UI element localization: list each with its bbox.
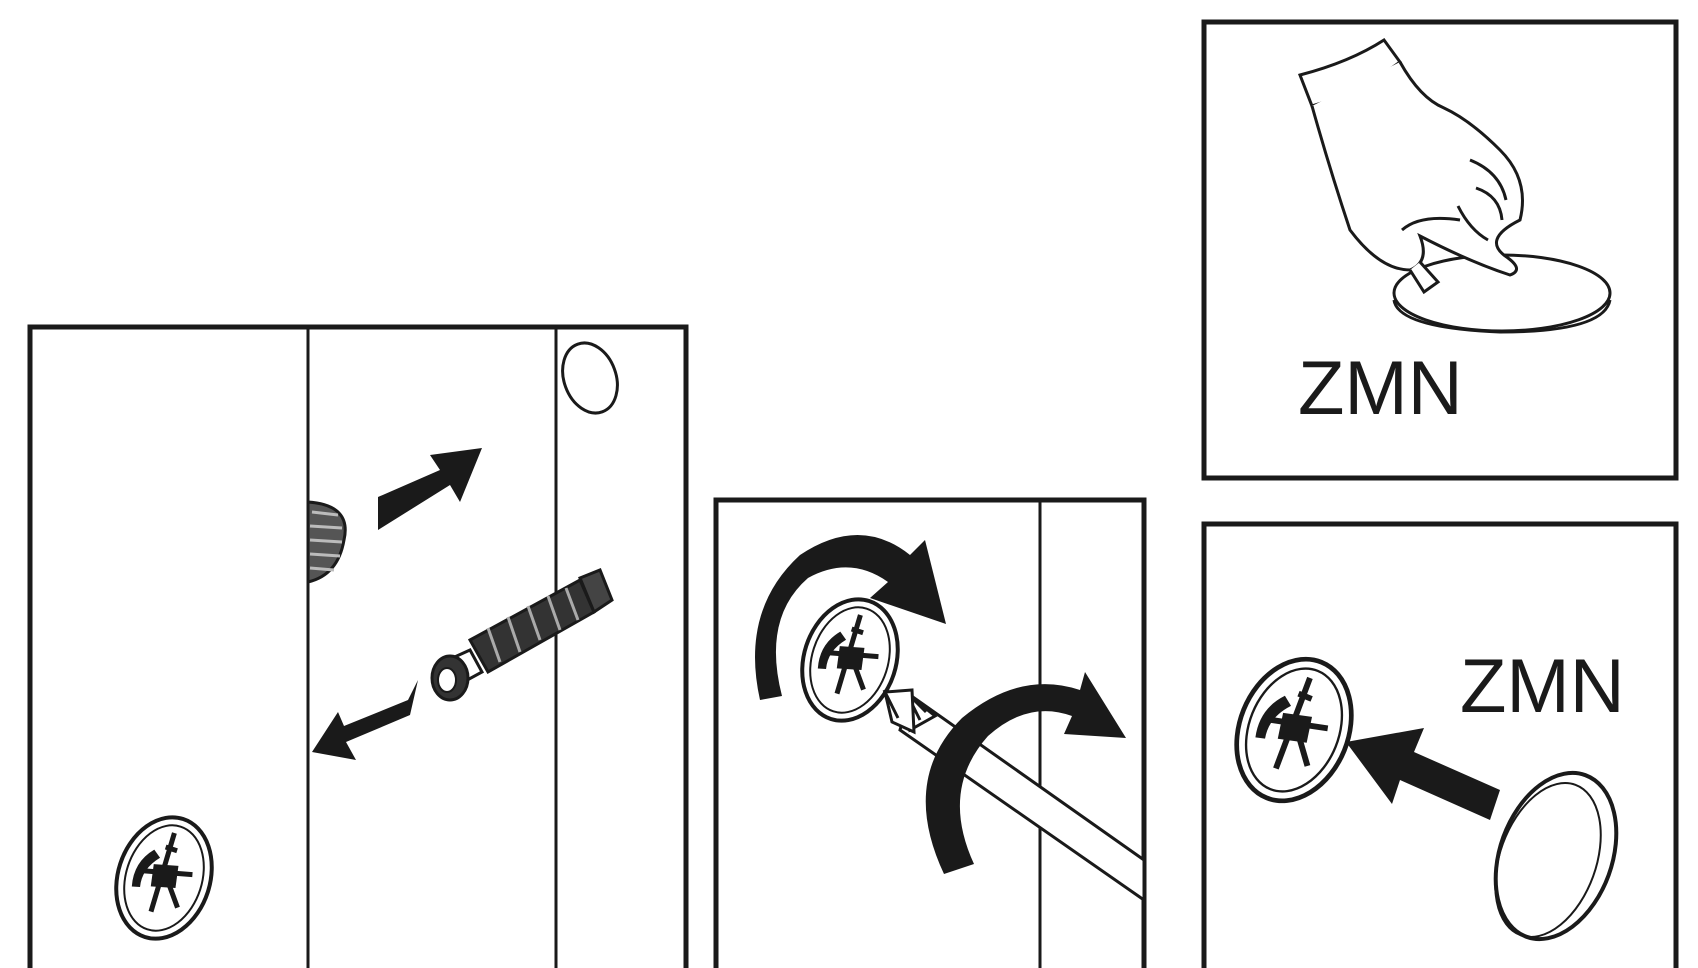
product-code-label: ZMN (1298, 346, 1463, 431)
product-code-label: ZMN (1460, 644, 1625, 729)
panel-screw-tightening (716, 500, 1144, 968)
panel-cap-insert: ZMN (1204, 524, 1676, 968)
panel-dowel-removal (30, 327, 686, 968)
panel-cap-peel: ZMN (1204, 22, 1676, 478)
